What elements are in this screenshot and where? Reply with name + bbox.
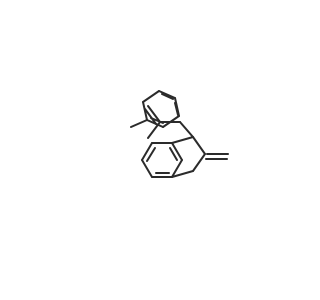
bond xyxy=(174,102,179,116)
bond xyxy=(147,105,161,123)
bond xyxy=(146,119,164,128)
bond xyxy=(150,117,164,124)
bond xyxy=(171,136,194,144)
bond xyxy=(179,121,194,138)
bond xyxy=(192,136,206,155)
bond xyxy=(192,153,206,172)
bond xyxy=(142,90,160,103)
bond xyxy=(171,159,183,178)
bonds xyxy=(130,90,229,178)
bond xyxy=(141,159,153,178)
molecule-structure xyxy=(130,90,229,178)
bond xyxy=(146,147,156,162)
bond xyxy=(142,101,148,121)
bond xyxy=(171,170,194,178)
bond xyxy=(171,142,183,161)
bond xyxy=(161,93,174,100)
bond xyxy=(162,115,180,128)
bond xyxy=(141,142,153,161)
bond xyxy=(130,119,148,128)
bond xyxy=(169,147,178,161)
bond xyxy=(158,90,176,99)
bond xyxy=(144,108,157,125)
molecule-canvas xyxy=(130,90,229,178)
